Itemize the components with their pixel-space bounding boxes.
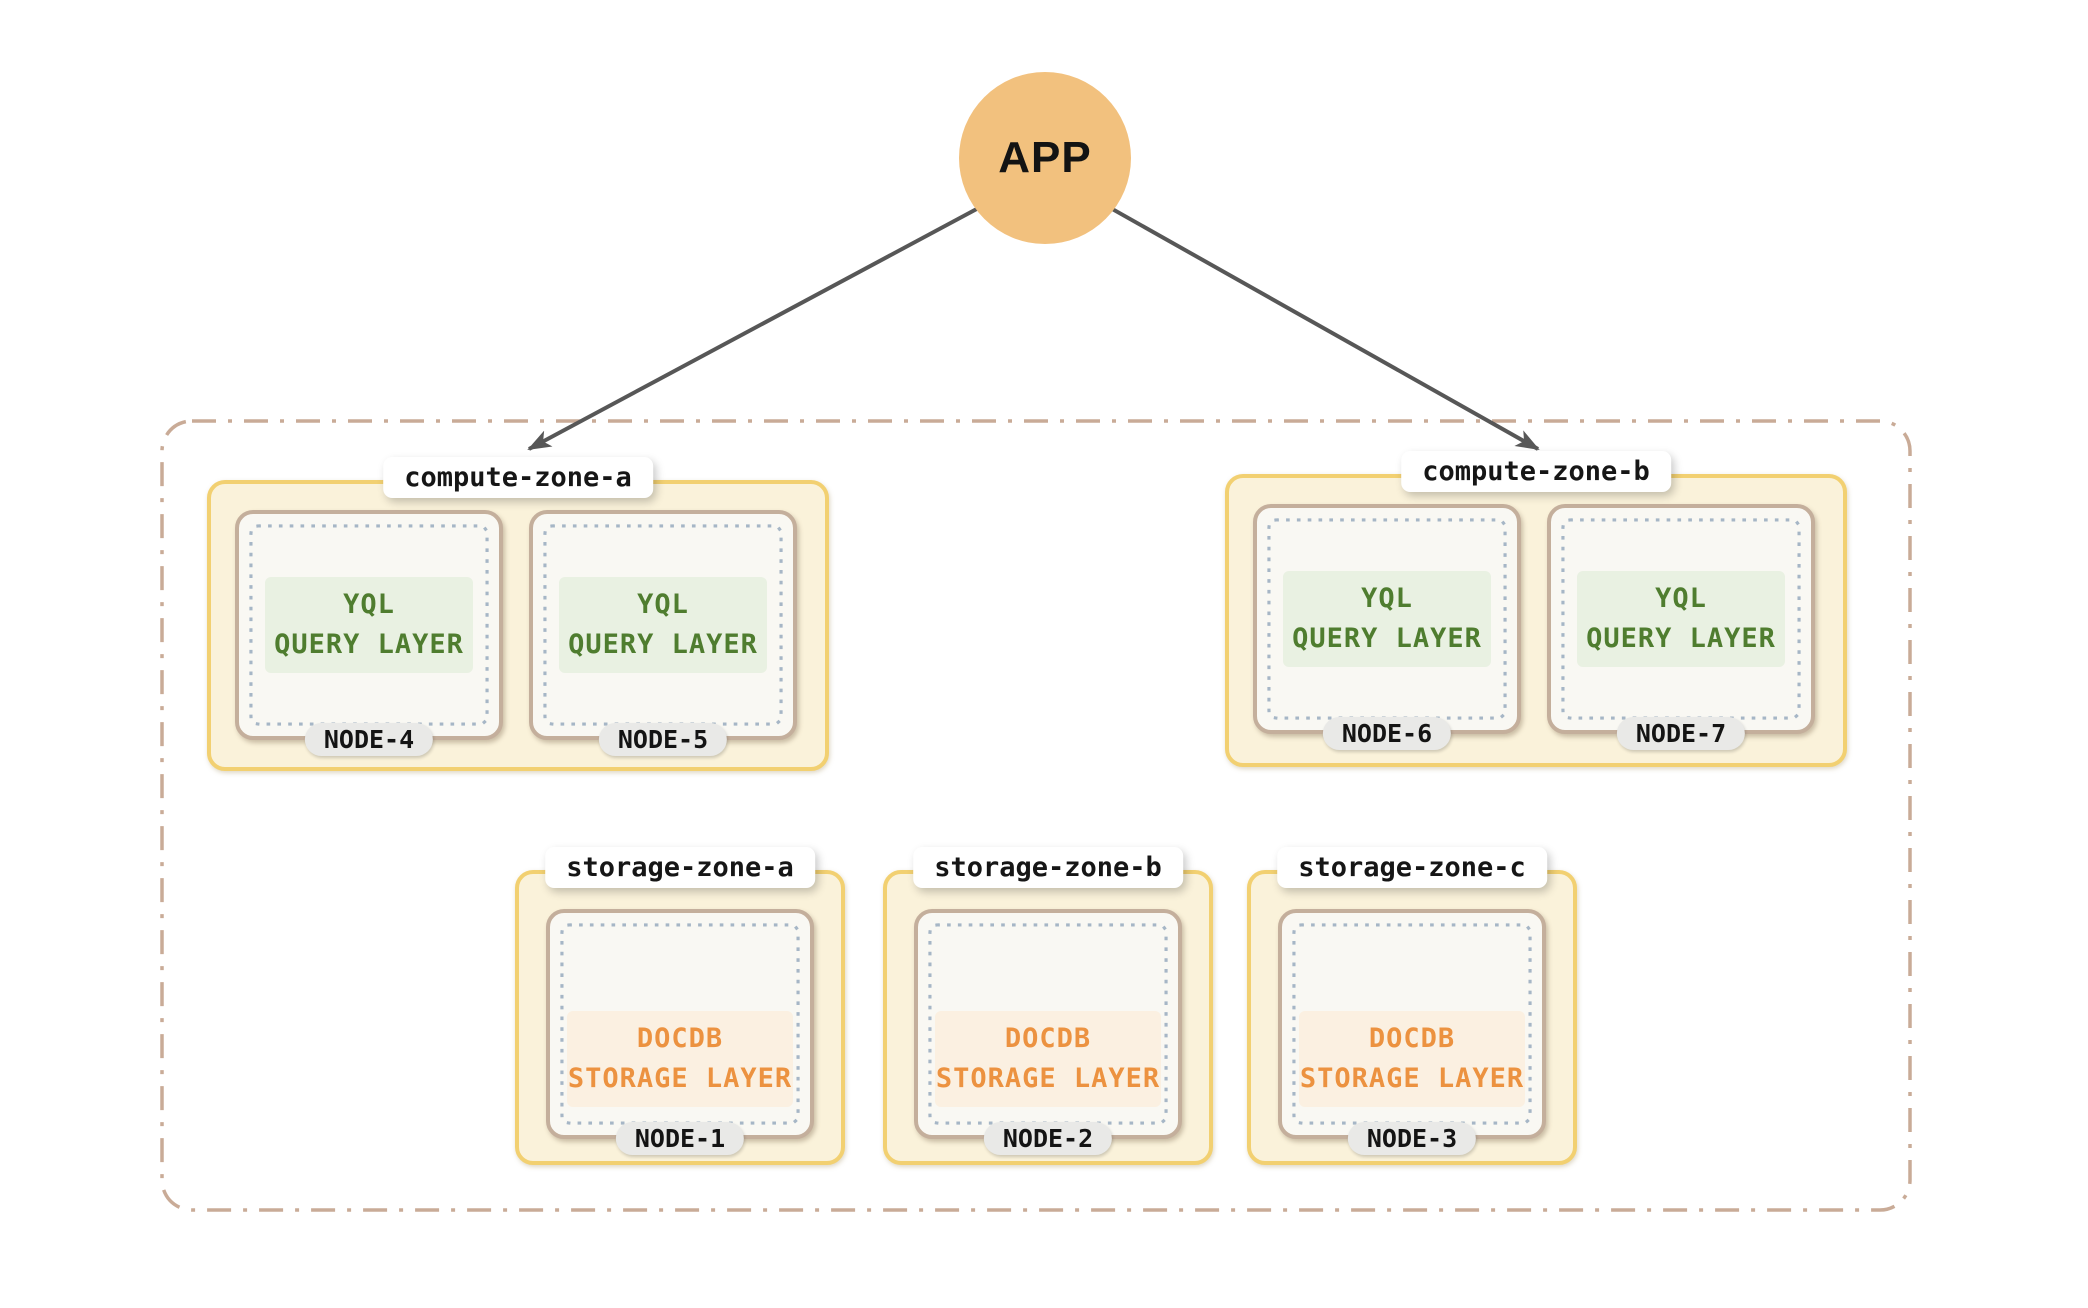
layer-line-1: YQL [1655,583,1707,614]
layer-line-2: QUERY LAYER [1586,623,1776,654]
query-layer-chip: YQL QUERY LAYER [1283,571,1491,667]
query-layer-chip: YQL QUERY LAYER [559,577,767,673]
node-name-pill: NODE-4 [304,723,434,756]
layer-line-1: DOCDB [636,1023,724,1054]
node-box: YQL QUERY LAYER NODE-6 [1253,504,1521,750]
layer-line-1: DOCDB [1004,1023,1092,1054]
node-dotted-border [1560,517,1802,721]
layer-line-2: QUERY LAYER [274,629,464,660]
node-box: YQL QUERY LAYER NODE-4 [235,510,503,756]
layer-line-2: STORAGE LAYER [935,1063,1161,1094]
layer-line-2: STORAGE LAYER [567,1063,793,1094]
node-dotted-border [1291,922,1533,1126]
storage-layer-chip: DOCDB STORAGE LAYER [567,1011,793,1107]
layer-line-2: QUERY LAYER [1292,623,1482,654]
storage-layer-chip: DOCDB STORAGE LAYER [1299,1011,1525,1107]
node-box: DOCDB STORAGE LAYER NODE-3 [1278,909,1546,1155]
query-layer-chip: YQL QUERY LAYER [1577,571,1785,667]
zone-compute-zone-b: compute-zone-b YQL QUERY LAYER NODE-6 YQ… [1225,451,1847,767]
node-name-pill: NODE-3 [1347,1122,1477,1155]
arrow-to-compute-zone-b [1051,173,1540,451]
layer-line-1: DOCDB [1368,1023,1456,1054]
node-dotted-border [542,523,784,727]
layer-line-1: YQL [637,589,689,620]
node-name-pill: NODE-6 [1322,717,1452,750]
zone-storage-zone-a: storage-zone-a DOCDB STORAGE LAYER NODE-… [515,847,845,1165]
app-label: APP [998,133,1092,182]
layer-line-1: YQL [343,589,395,620]
zone-storage-zone-c: storage-zone-c DOCDB STORAGE LAYER NODE-… [1247,847,1577,1165]
node-box: DOCDB STORAGE LAYER NODE-1 [546,909,814,1155]
zone-label: compute-zone-a [383,457,653,498]
zone-storage-zone-b: storage-zone-b DOCDB STORAGE LAYER NODE-… [883,847,1213,1165]
zone-label: storage-zone-a [545,847,815,888]
zone-compute-zone-a: compute-zone-a YQL QUERY LAYER NODE-4 YQ… [207,457,829,771]
node-dotted-border [1266,517,1508,721]
layer-line-2: STORAGE LAYER [1299,1063,1525,1094]
zone-label: storage-zone-b [913,847,1183,888]
node-box: YQL QUERY LAYER NODE-7 [1547,504,1815,750]
zone-label: compute-zone-b [1401,451,1671,492]
node-name-pill: NODE-1 [615,1122,745,1155]
node-dotted-border [559,922,801,1126]
zone-label: storage-zone-c [1277,847,1547,888]
arrow-to-compute-zone-a [527,173,1041,451]
query-layer-chip: YQL QUERY LAYER [265,577,473,673]
app-node: APP [959,72,1131,244]
layer-line-2: QUERY LAYER [568,629,758,660]
node-box: YQL QUERY LAYER NODE-5 [529,510,797,756]
node-name-pill: NODE-2 [983,1122,1113,1155]
layer-line-1: YQL [1361,583,1413,614]
node-dotted-border [927,922,1169,1126]
storage-layer-chip: DOCDB STORAGE LAYER [935,1011,1161,1107]
node-box: DOCDB STORAGE LAYER NODE-2 [914,909,1182,1155]
node-name-pill: NODE-7 [1616,717,1746,750]
node-dotted-border [248,523,490,727]
node-name-pill: NODE-5 [598,723,728,756]
